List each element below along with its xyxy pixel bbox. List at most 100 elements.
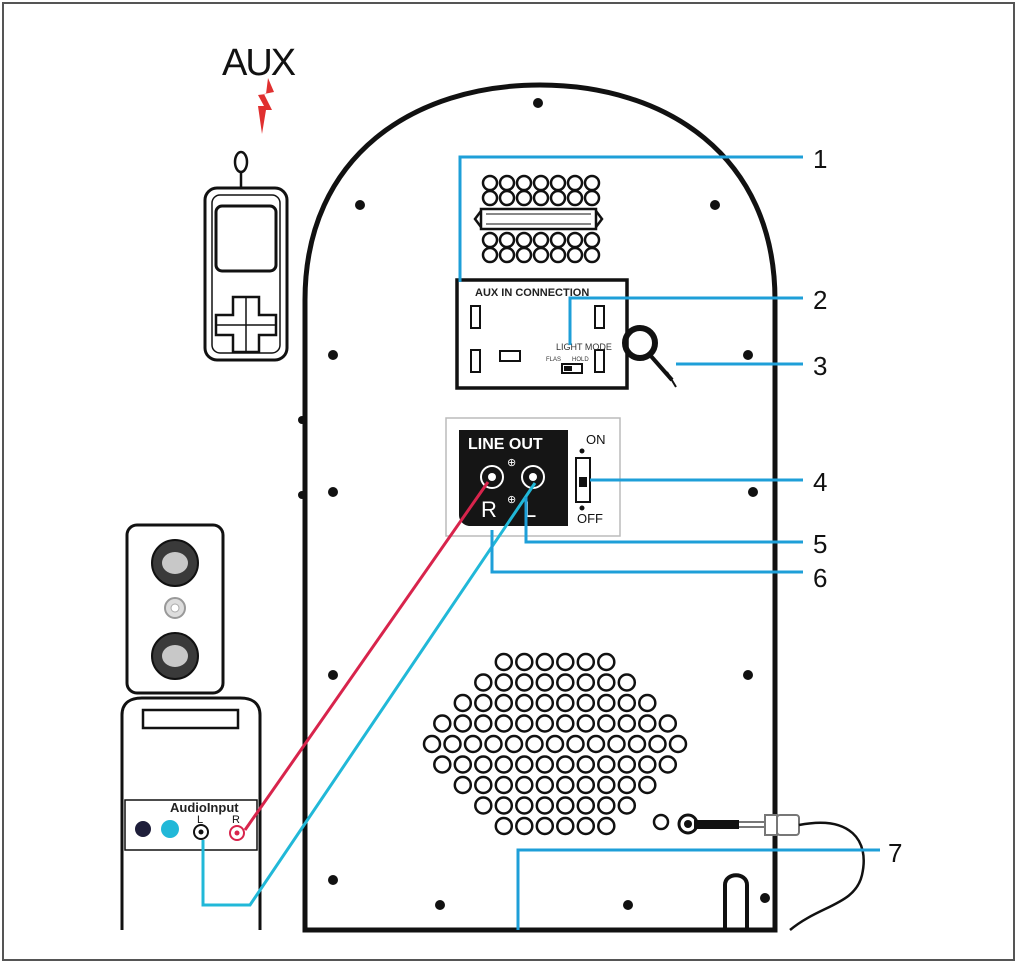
- grill-hole: [586, 734, 606, 754]
- grill-hole: [474, 775, 493, 795]
- callout-1: 1: [813, 144, 827, 174]
- callout-line-7: [516, 848, 880, 930]
- grill-hole: [443, 734, 462, 754]
- svg-text:⊕: ⊕: [507, 457, 516, 469]
- top-vent-grill: [473, 174, 604, 264]
- line-out-r-label: R: [481, 497, 497, 522]
- callout-line-2: [568, 296, 803, 345]
- grill-hole: [515, 755, 534, 774]
- grill-hole: [494, 755, 514, 774]
- grill-hole: [556, 693, 575, 713]
- grill-hole: [474, 755, 493, 774]
- light-mode-option-1: FLAS: [546, 357, 561, 363]
- grill-hole: [545, 734, 565, 754]
- grill-hole: [597, 714, 616, 733]
- grill-hole: [433, 755, 452, 774]
- grill-hole: [463, 734, 483, 754]
- line-out-label: LINE OUT: [468, 436, 543, 453]
- grill-hole: [556, 714, 575, 733]
- grill-hole: [648, 734, 667, 754]
- audio-input-r-label: R: [232, 814, 240, 826]
- grill-hole: [556, 652, 575, 672]
- lightning-icon: [258, 78, 274, 134]
- grill-hole: [576, 816, 596, 836]
- audio-jack-dark: [135, 821, 151, 837]
- grill-hole: [494, 775, 514, 795]
- light-mode-option-2: HOLD: [572, 357, 589, 363]
- grill-hole: [556, 816, 575, 836]
- grill-hole: [566, 734, 585, 754]
- grill-hole: [556, 796, 575, 815]
- speaker-grill: [422, 652, 688, 836]
- grill-hole: [607, 734, 626, 754]
- grill-hole: [576, 775, 596, 795]
- callout-7: 7: [888, 838, 902, 868]
- grill-hole: [474, 796, 493, 815]
- grill-hole: [617, 693, 637, 713]
- light-mode-label: LIGHT MODE: [556, 342, 612, 352]
- grill-hole: [535, 673, 555, 692]
- grill-hole: [474, 693, 493, 713]
- mp3-screen: [214, 204, 278, 273]
- grill-hole: [453, 755, 473, 774]
- grill-hole: [494, 714, 514, 733]
- grill-hole: [638, 755, 657, 774]
- screw-dots: [298, 98, 770, 910]
- aux-cable-coil: [622, 325, 677, 388]
- grill-hole: [597, 673, 616, 692]
- audio-jack-blue: [161, 820, 179, 838]
- grill-hole: [515, 816, 534, 836]
- aux-in-connection-label: AUX IN CONNECTION: [475, 287, 589, 299]
- grill-hole: [453, 775, 473, 795]
- grill-hole: [597, 796, 616, 815]
- grill-hole: [494, 652, 514, 672]
- red-cable: [243, 481, 490, 831]
- callout-3: 3: [813, 351, 827, 381]
- grill-hole: [525, 734, 544, 754]
- callout-6: 6: [813, 563, 827, 593]
- grill-hole: [556, 755, 575, 774]
- grill-hole: [617, 796, 637, 815]
- grill-hole: [453, 693, 473, 713]
- cyan-cable: [201, 482, 537, 907]
- grill-hole: [638, 775, 657, 795]
- grill-hole: [515, 693, 534, 713]
- aux-title: AUX: [222, 42, 296, 84]
- grill-hole: [597, 755, 616, 774]
- grill-hole: [617, 714, 637, 733]
- svg-text:⊕: ⊕: [507, 494, 516, 506]
- grill-hole: [535, 652, 555, 672]
- grill-hole: [504, 734, 524, 754]
- grill-hole: [597, 693, 616, 713]
- grill-hole: [535, 714, 555, 733]
- mp3-player-device: AUX: [203, 42, 298, 362]
- grill-hole: [535, 775, 555, 795]
- jukebox-rear-panel: AUX IN CONNECTION LIGHT MODE FLAS HOLD L…: [298, 82, 865, 933]
- aux-in-connection-panel: AUX IN CONNECTION LIGHT MODE FLAS HOLD: [455, 278, 629, 390]
- grill-hole: [597, 775, 616, 795]
- grill-hole: [422, 734, 442, 754]
- callout-line-1: [458, 155, 803, 282]
- grill-hole: [494, 796, 514, 815]
- callout-5: 5: [813, 529, 827, 559]
- grill-hole: [474, 714, 493, 733]
- grill-hole: [597, 816, 616, 836]
- grill-hole: [556, 673, 575, 692]
- grill-hole: [576, 652, 596, 672]
- power-cord: [652, 813, 865, 931]
- rca-cables: [201, 481, 537, 907]
- grill-hole: [638, 714, 657, 733]
- switch-off-label: OFF: [577, 511, 603, 526]
- grill-hole: [494, 673, 514, 692]
- callout-numbers: 1 2 3 4 5 6 7: [813, 144, 902, 868]
- grill-hole: [515, 714, 534, 733]
- grill-hole: [576, 714, 596, 733]
- grill-hole: [627, 734, 647, 754]
- audio-input-label: AudioInput: [170, 800, 239, 815]
- grill-hole: [617, 755, 637, 774]
- grill-hole: [668, 734, 688, 754]
- grill-hole: [515, 652, 534, 672]
- grill-hole: [576, 673, 596, 692]
- grill-hole: [638, 693, 657, 713]
